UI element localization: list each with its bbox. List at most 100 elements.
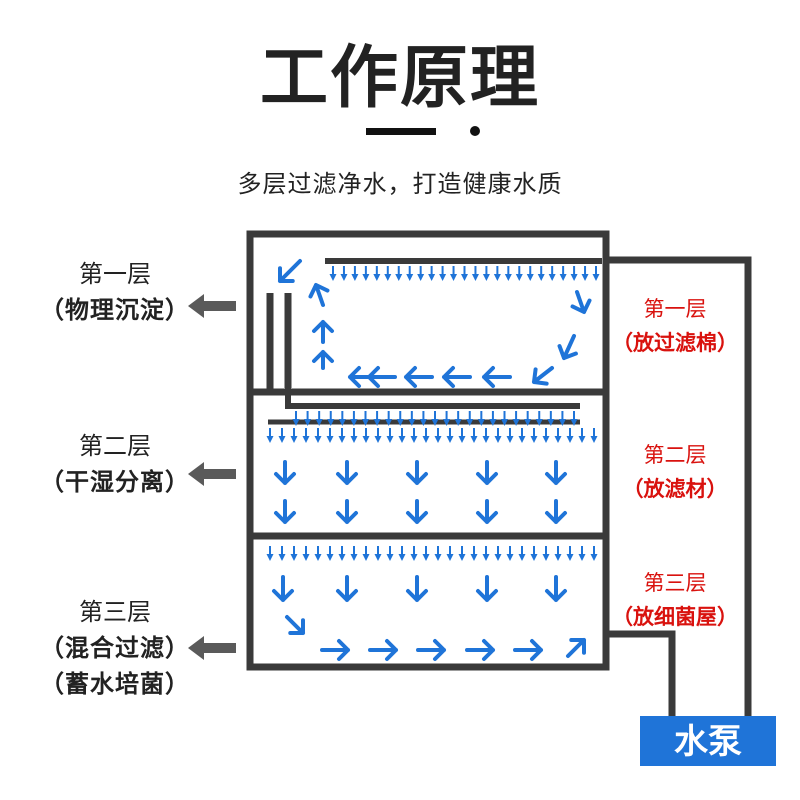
page-subtitle: 多层过滤净水，打造健康水质	[237, 170, 563, 198]
drip-arrow-layer-3-head	[446, 554, 454, 561]
right-label-layer-1: 第一层 （放过滤棉）	[600, 292, 750, 360]
drip-arrow-layer-1-head	[351, 274, 359, 281]
right-label-layer-3-desc: （放细菌屋）	[612, 605, 738, 629]
drip-arrow-layer-2-head	[554, 436, 562, 443]
drip-arrow-layer-2-top-head	[558, 419, 566, 426]
drip-arrow-layer-2-head	[518, 436, 526, 443]
drip-arrow-layer-2-top-head	[419, 419, 427, 426]
drip-arrow-layer-2-top-head	[443, 419, 451, 426]
drip-arrow-layer-2-top-head	[350, 419, 358, 426]
left-label-layer-3: 第三层 （混合过滤） （蓄水培菌）	[20, 594, 210, 702]
drip-arrow-layer-3-head	[326, 554, 334, 561]
drip-arrow-layer-3-head	[470, 554, 478, 561]
drip-arrow-layer-2-head	[446, 436, 454, 443]
flow-arrow-layer-3-diag	[566, 638, 586, 658]
drip-arrow-layer-2-head	[398, 436, 406, 443]
drip-arrow-layer-2-head	[482, 436, 490, 443]
drip-arrow-layer-1-head	[362, 274, 370, 281]
drip-arrow-layer-3-head	[566, 554, 574, 561]
drip-arrow-layer-2-top-head	[385, 419, 393, 426]
drip-arrow-layer-1-head	[504, 274, 512, 281]
flow-arrow-layer-2-down	[406, 499, 428, 524]
drip-arrow-layer-2-head	[494, 436, 502, 443]
right-label-layer-2-name: 第二层	[643, 443, 707, 467]
flow-arrow-layer-2-down	[406, 460, 428, 485]
flow-arrow-layer-2-down	[545, 460, 567, 485]
drip-arrow-layer-3-head	[338, 554, 346, 561]
drip-arrow-layer-2-head	[374, 436, 382, 443]
left-label-layer-2: 第二层 （干湿分离）	[20, 428, 210, 500]
drip-arrow-layer-3-head	[434, 554, 442, 561]
drip-arrow-layer-1-head	[515, 274, 523, 281]
pump-label: 水泵	[674, 722, 742, 762]
drip-arrow-layer-3-head	[482, 554, 490, 561]
title-dot-decoration	[470, 126, 480, 136]
drip-arrow-layer-2-head	[338, 436, 346, 443]
drip-arrow-layer-2-top-head	[292, 419, 300, 426]
drip-arrow-layer-1-head	[384, 274, 392, 281]
drip-arrow-layer-3-head	[494, 554, 502, 561]
drip-arrow-layer-2-head	[578, 436, 586, 443]
drip-arrow-layer-2-top-head	[466, 419, 474, 426]
water-pump: 水泵	[640, 716, 776, 766]
pointer-arrows	[188, 294, 236, 660]
drip-arrow-layer-3-head	[374, 554, 382, 561]
drip-arrow-layer-2-head	[458, 436, 466, 443]
middle-drain-pipe	[285, 386, 580, 409]
drip-arrow-layer-2-head	[410, 436, 418, 443]
flow-arrow-layer-2-down	[336, 499, 358, 524]
drip-arrow-layer-2-head	[362, 436, 370, 443]
drip-arrow-layer-3-head	[590, 554, 598, 561]
drip-arrow-layer-2-head	[266, 436, 274, 443]
flow-arrow-layer-1-up	[308, 283, 330, 307]
drip-arrow-layer-1-head	[395, 274, 403, 281]
drip-arrow-layer-3-head	[314, 554, 322, 561]
pointer-arrow-layer-2	[188, 462, 236, 486]
drip-arrow-layer-2-head	[434, 436, 442, 443]
drip-arrow-layer-3-head	[386, 554, 394, 561]
drip-arrow-layer-2-top-head	[535, 419, 543, 426]
drip-arrow-layer-2-top-head	[338, 419, 346, 426]
drip-arrow-layer-3-head	[542, 554, 550, 561]
drip-arrow-layer-1-head	[461, 274, 468, 281]
outlet-pipe	[606, 630, 676, 716]
drip-arrow-layer-2-top-head	[304, 419, 312, 426]
left-label-layer-1-desc: （物理沉淀）	[40, 296, 190, 324]
drip-arrow-layer-1-head	[439, 274, 447, 281]
pointer-arrow-layer-3	[188, 636, 236, 660]
drip-arrow-layer-2-head	[470, 436, 478, 443]
drip-arrow-layer-2-head	[566, 436, 574, 443]
title-dash-decoration	[366, 128, 436, 135]
flow-arrow-layer-1-left	[367, 366, 397, 388]
flow-arrow-layer-3-right	[368, 639, 398, 661]
flow-arrow-layer-2-down	[476, 499, 498, 524]
drip-arrow-layer-3-head	[554, 554, 562, 561]
drip-arrow-layer-2-head	[290, 436, 298, 443]
drip-arrow-layer-2-top-head	[373, 419, 381, 426]
left-label-layer-2-desc: （干湿分离）	[40, 468, 190, 496]
flow-arrow-layer-3-down	[406, 575, 428, 602]
flow-arrow-layer-3-down	[272, 575, 294, 602]
drip-arrow-layer-1-head	[340, 274, 348, 281]
flow-arrow-layer-2-down	[336, 460, 358, 485]
drip-arrow-layer-3-head	[302, 554, 310, 561]
flow-arrow-layer-2-down	[274, 460, 296, 485]
drip-arrow-layer-2-top-head	[396, 419, 404, 426]
left-label-layer-1-name: 第一层	[79, 260, 151, 288]
drip-arrow-layer-3-head	[506, 554, 514, 561]
drip-arrow-layer-1-head	[493, 274, 501, 281]
flow-arrow-layer-3-right	[320, 639, 350, 661]
flow-arrow-layer-3-down	[545, 575, 567, 602]
right-label-layer-2: 第二层 （放滤材）	[600, 438, 750, 506]
drip-arrow-layer-2-top-head	[454, 419, 462, 426]
drip-arrow-layer-2-head	[506, 436, 514, 443]
drip-arrow-layer-1-head	[428, 274, 436, 281]
drip-arrow-layer-2-head	[350, 436, 358, 443]
drip-arrow-layer-2-top-head	[408, 419, 416, 426]
drip-arrow-layer-3-head	[398, 554, 406, 561]
drip-arrow-layer-2-top-head	[524, 419, 532, 426]
drip-arrow-layer-3-head	[410, 554, 418, 561]
drip-arrow-layer-1-head	[406, 274, 414, 281]
drip-arrow-layer-2-top-head	[501, 419, 508, 426]
